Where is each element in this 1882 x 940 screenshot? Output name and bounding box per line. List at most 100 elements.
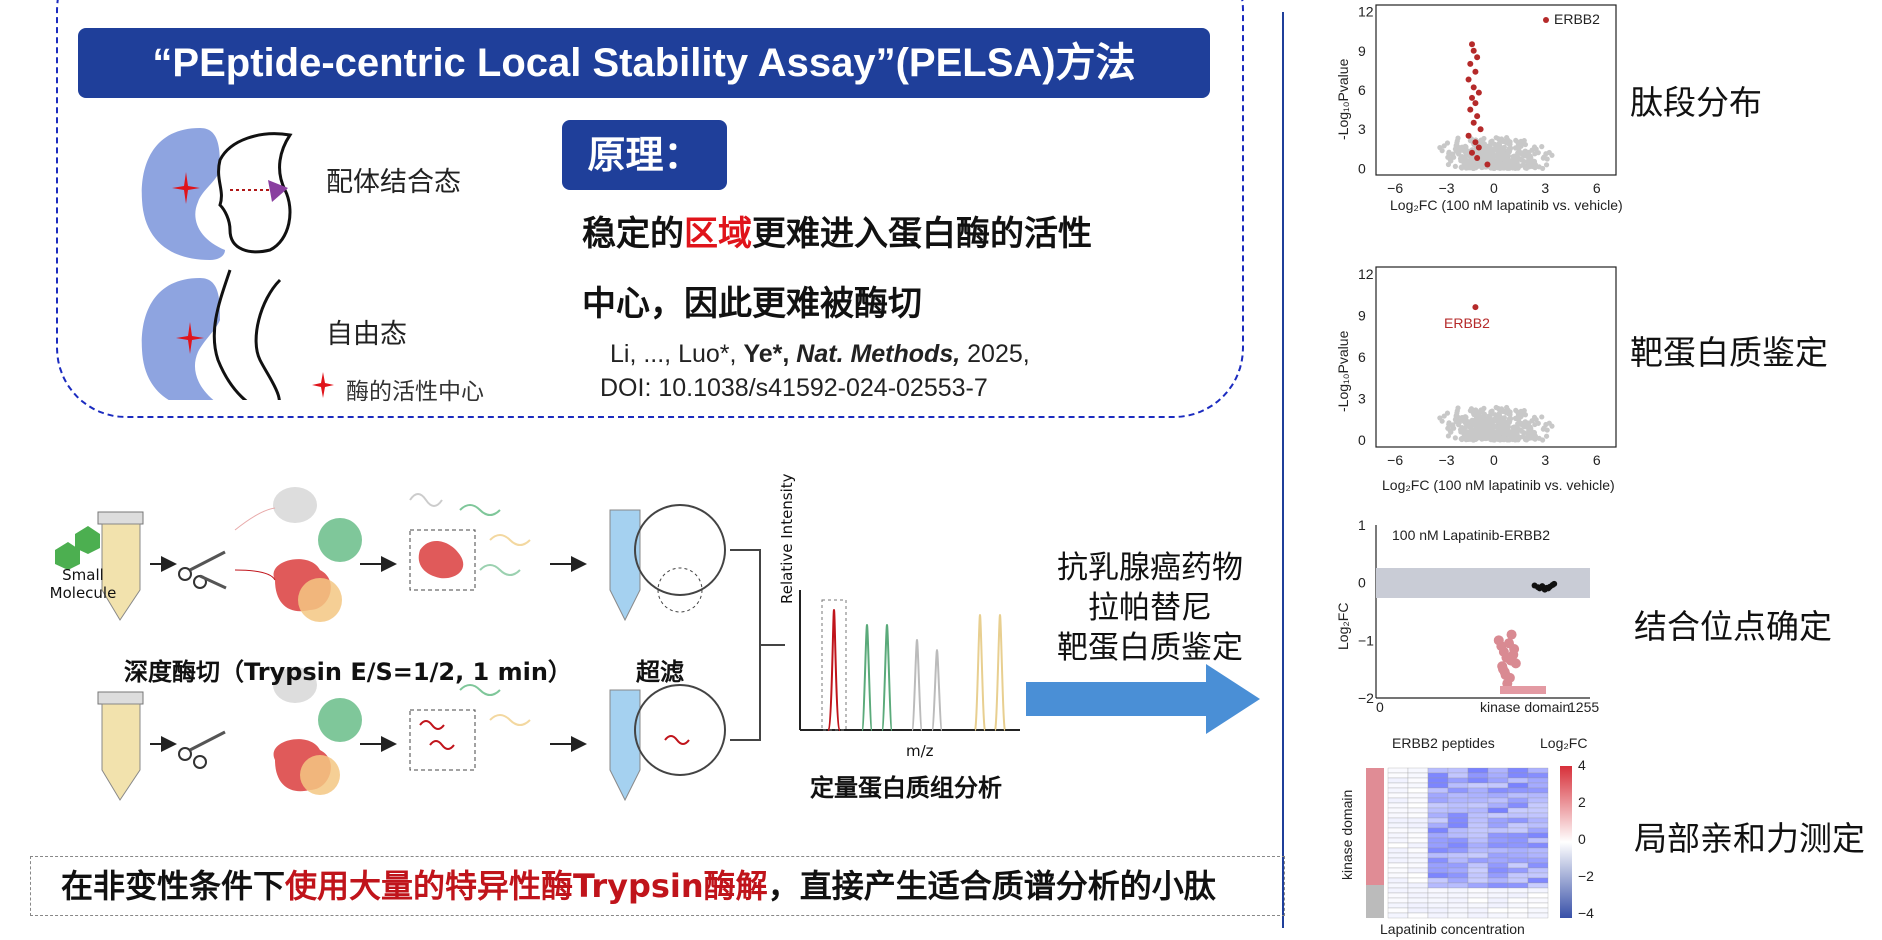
y-tick-label: 3 (1358, 391, 1366, 407)
background-point (1515, 434, 1521, 440)
summary-text: ，直接产生适合质谱分析的小肽 (767, 867, 1216, 905)
erbb2-point (1469, 41, 1475, 48)
heatmap-cell (1487, 827, 1509, 834)
background-point (1445, 433, 1452, 439)
heatmap-cell (1427, 792, 1449, 799)
background-point (1456, 149, 1462, 155)
background-point (1504, 437, 1511, 443)
y-tick-label: 6 (1358, 349, 1366, 365)
heatmap-cell (1427, 892, 1449, 899)
heatmap-cell (1487, 782, 1509, 789)
heatmap-cell (1387, 872, 1409, 879)
heatmap-cell (1447, 857, 1469, 864)
erbb2-point (1469, 94, 1475, 101)
x-tick-label: −3 (1439, 180, 1455, 196)
heatmap-cell (1387, 782, 1409, 789)
heatmap-cell (1427, 872, 1449, 879)
heatmap-cell (1527, 767, 1549, 774)
background-point (1470, 436, 1477, 442)
heatmap-cell (1447, 792, 1469, 799)
background-point (1454, 143, 1461, 150)
heatmap-cell (1487, 772, 1509, 779)
background-point (1455, 405, 1461, 411)
erbb2-point (1472, 139, 1479, 146)
heatmap-cell (1447, 832, 1469, 839)
bound-state-label: 配体结合态 (326, 167, 461, 198)
heatmap-cell (1487, 892, 1509, 899)
heatmap-cell (1507, 767, 1529, 774)
background-point (1463, 163, 1469, 170)
heatmap-cell (1467, 862, 1489, 869)
heatmap-cell (1427, 817, 1449, 824)
heatmap-cell (1527, 777, 1549, 784)
heatmap-cell (1487, 847, 1509, 854)
background-point (1540, 155, 1546, 161)
heatmap-cell (1487, 882, 1509, 889)
background-point (1522, 412, 1529, 418)
background-point (1459, 144, 1465, 150)
background-point (1536, 435, 1542, 441)
background-point (1479, 436, 1485, 442)
heatmap-cell (1527, 887, 1549, 894)
heatmap-cell (1407, 812, 1429, 819)
background-point (1515, 139, 1521, 145)
background-point (1523, 423, 1529, 429)
heatmap-cell (1507, 842, 1529, 849)
heatmap-cell (1507, 787, 1529, 794)
principle-text: 更难进入蛋白酶的活性 (752, 214, 1092, 254)
heatmap-cell (1507, 827, 1529, 834)
y-tick-label: 3 (1358, 121, 1366, 137)
heatmap-cell (1407, 837, 1429, 844)
small-molecule-icon (55, 542, 80, 570)
heatmap-cell (1527, 842, 1549, 849)
heatmap-cell (1467, 772, 1489, 779)
heatmap-cell (1407, 822, 1429, 829)
free-state-label: 自由态 (326, 319, 407, 350)
heatmap-cell (1527, 837, 1549, 844)
background-point (1458, 164, 1464, 170)
heatmap-cell (1427, 772, 1449, 779)
heatmap-cell (1487, 902, 1509, 909)
heatmap-cell (1507, 902, 1529, 909)
background-point (1529, 147, 1535, 153)
background-point (1529, 418, 1535, 424)
heatmap-cell (1387, 812, 1409, 819)
heatmap-cell (1407, 862, 1429, 869)
heatmap-cell (1467, 912, 1489, 919)
heatmap-cell (1467, 852, 1489, 859)
background-point (1439, 148, 1445, 154)
heatmap-cell (1467, 867, 1489, 874)
legend-marker (1543, 17, 1549, 23)
heatmap-cell (1387, 832, 1409, 839)
background-point (1488, 151, 1494, 157)
background-point (1464, 429, 1470, 435)
heatmap-cell (1387, 857, 1409, 864)
heatmap-cell (1387, 797, 1409, 804)
background-point (1479, 407, 1486, 413)
workflow-diagram (55, 487, 1020, 802)
big-arrow-icon (1026, 664, 1260, 734)
background-point (1523, 152, 1529, 158)
background-point (1510, 432, 1516, 439)
x-tick-label: 0 (1490, 180, 1498, 196)
background-point (1533, 146, 1539, 152)
heatmap-cell (1467, 812, 1489, 819)
heatmap-cell (1387, 877, 1409, 884)
erbb2-point (1477, 126, 1484, 133)
citation-line: Li, ..., Luo*, Ye*, Nat. Methods, 2025, (610, 340, 1030, 369)
heatmap-cell (1407, 787, 1429, 794)
y-tick-label: 6 (1358, 82, 1366, 98)
heatmap-title: ERBB2 peptides (1392, 735, 1495, 751)
kinase-point (1504, 672, 1515, 683)
heatmap-cell (1447, 912, 1469, 919)
erbb2-point (1470, 47, 1477, 54)
heatmap-cell (1447, 902, 1469, 909)
heatmap-cell (1527, 892, 1549, 899)
heatmap-cell (1447, 887, 1469, 894)
background-point (1499, 164, 1506, 170)
background-point (1459, 415, 1465, 421)
heatmap-cell (1527, 857, 1549, 864)
heatmap-cell (1387, 847, 1409, 854)
x-tick-label: 3 (1541, 180, 1549, 196)
heatmap-cell (1407, 817, 1429, 824)
